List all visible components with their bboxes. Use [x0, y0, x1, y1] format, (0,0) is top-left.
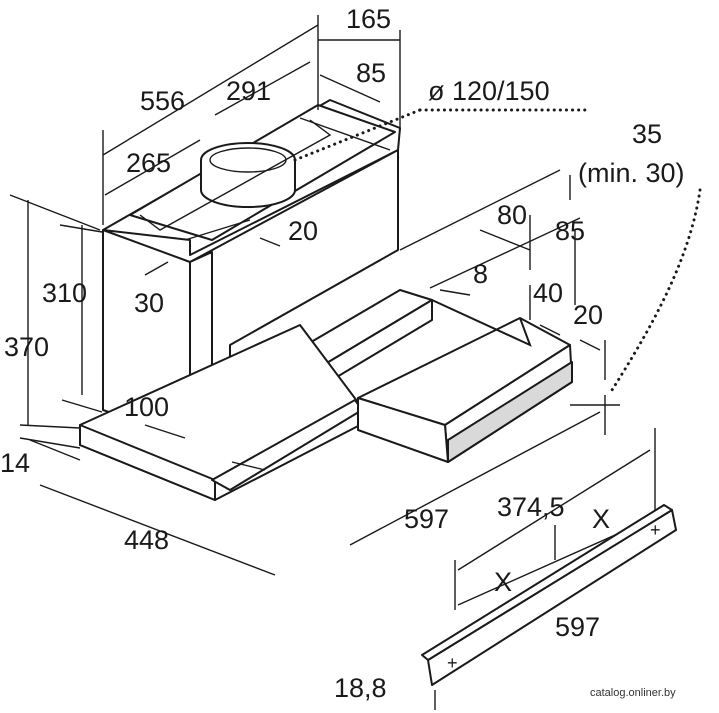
drawer-rail: [431, 299, 532, 347]
rail-hole-left: +: [447, 653, 458, 673]
dim-597-a: 597: [404, 504, 449, 534]
dim-20-a: 20: [288, 216, 318, 246]
rail-hole-right: +: [650, 520, 661, 540]
dim-80: 80: [497, 200, 527, 230]
rail-front: [427, 509, 677, 686]
dim-min-30: (min. 30): [578, 158, 685, 188]
mounting-rail: + +: [421, 504, 677, 686]
dim-14: 14: [0, 448, 30, 478]
watermark: catalog.onliner.by: [590, 687, 676, 699]
dimension-labels: 165 556 291 85 ø 120/150 35 (min. 30) 26…: [0, 4, 685, 703]
duct-collar-wall: [200, 160, 296, 208]
hood-drawing: [79, 99, 573, 501]
dim-448: 448: [124, 525, 169, 555]
dim-556: 556: [140, 86, 185, 116]
top-detail-lines-2: [299, 117, 391, 151]
dim-374-5: 374,5: [497, 492, 565, 522]
dim-265: 265: [126, 148, 171, 178]
dim-20-b: 20: [573, 300, 603, 330]
dim-291: 291: [226, 76, 271, 106]
dim-310: 310: [42, 278, 87, 308]
dim-18-8: 18,8: [334, 673, 387, 703]
dim-370: 370: [4, 332, 49, 362]
drawer-handle: [447, 361, 573, 463]
dim-30: 30: [134, 288, 164, 318]
rail-top: [421, 504, 673, 661]
dim-x-left: X: [494, 567, 512, 597]
dim-165: 165: [346, 4, 391, 34]
dim-x-right: X: [592, 504, 610, 534]
dim-85-b: 85: [555, 216, 585, 246]
dim-85-top: 85: [356, 58, 386, 88]
dim-duct-diameter: ø 120/150: [428, 76, 550, 106]
dim-8: 8: [473, 259, 488, 289]
dimension-lines: [9, 15, 702, 710]
dim-597-b: 597: [555, 612, 600, 642]
dim-100: 100: [124, 392, 169, 422]
dim-40: 40: [533, 278, 563, 308]
top-detail-lines: [139, 119, 332, 231]
dim-35: 35: [632, 119, 662, 149]
